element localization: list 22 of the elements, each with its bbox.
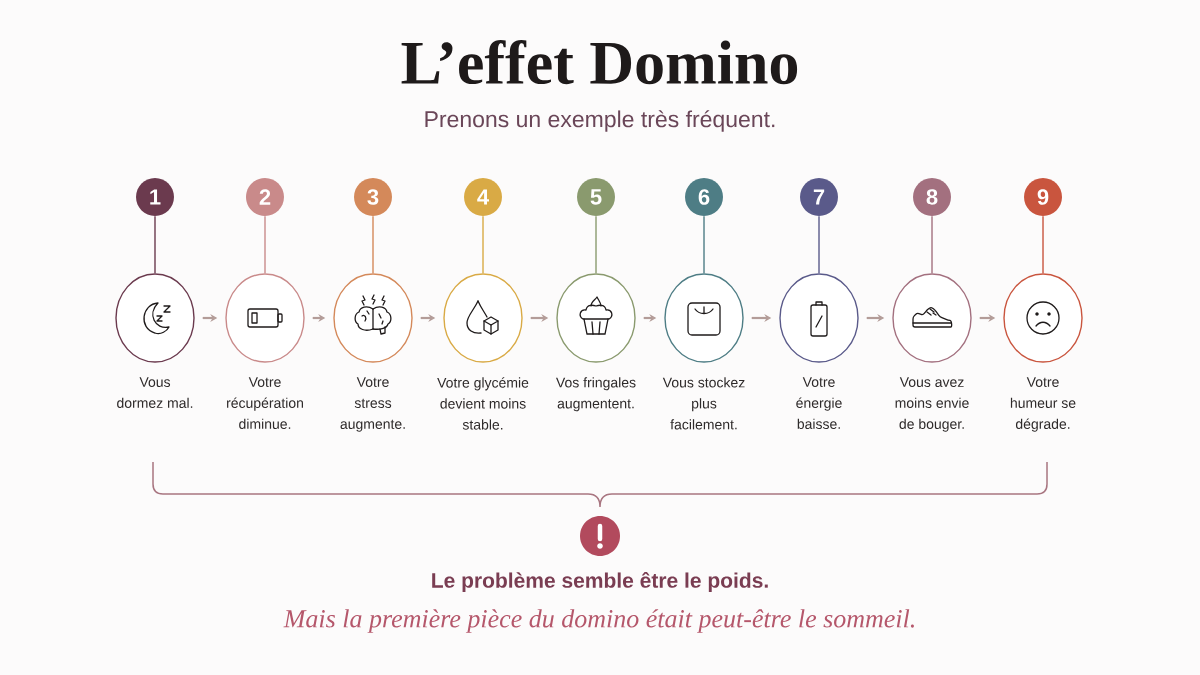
connector-line: [703, 215, 705, 274]
quote-text: Mais la première pièce du domino était peut-être le sommeil.: [283, 609, 914, 633]
step-caption: Vos fringales augmentent.: [556, 377, 636, 412]
connector-line: [818, 215, 820, 274]
title: L’effet Domino: [401, 39, 798, 85]
connector-line: [372, 215, 374, 274]
step-caption: Votre glycémie devient moins stable.: [437, 377, 529, 430]
connector-line: [1042, 215, 1044, 274]
connector-line: [154, 215, 156, 274]
step-caption: Votre récupération diminue.: [227, 377, 303, 429]
step-caption: Votre énergie baisse.: [796, 377, 842, 429]
step-caption: Vous stockez plus facilement.: [662, 377, 745, 430]
step-caption: Vous dormez mal.: [117, 377, 193, 408]
step-caption: Vous avez moins envie de bouger.: [895, 377, 969, 432]
connector-line: [931, 215, 933, 274]
connector-line: [482, 215, 484, 274]
step-caption: Votre humeur se dégrade.: [1010, 377, 1076, 432]
connector-line: [595, 215, 597, 274]
subtitle: Prenons un exemple très fréquent.: [425, 110, 775, 132]
step-caption: Votre stress augmente.: [340, 377, 405, 432]
connector-line: [264, 215, 266, 274]
statement-text: Le problème semble être le poids.: [432, 572, 768, 593]
